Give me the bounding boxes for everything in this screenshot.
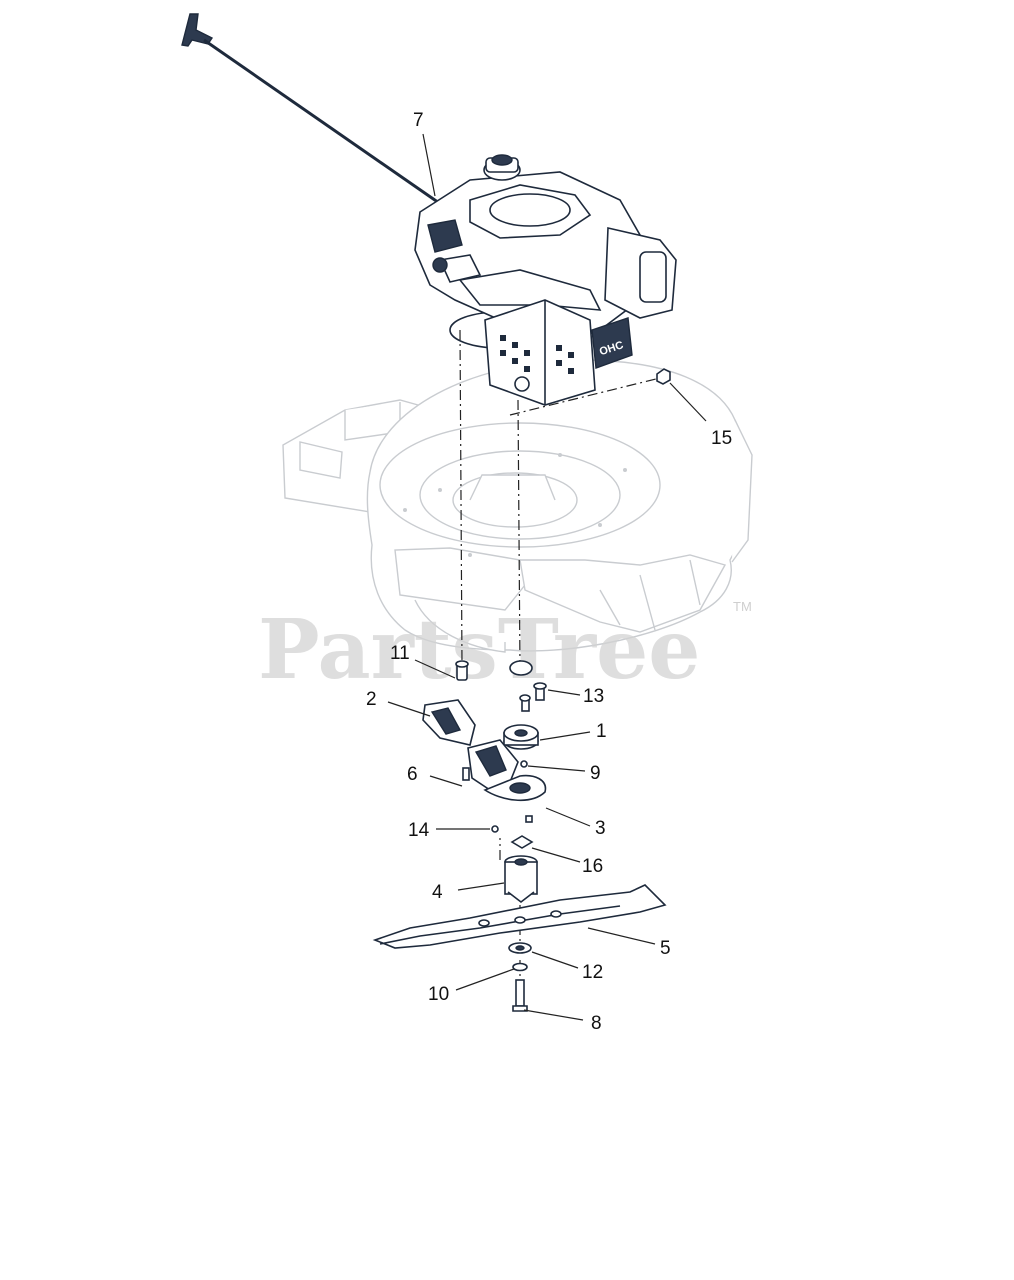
watermark-text: PartsTree: [258, 602, 700, 698]
callout-3: 3: [595, 818, 606, 839]
callout-8: 8: [591, 1013, 602, 1034]
callout-labels: 7 15 11 13 2 1 6 9 3 14 16 4 5 12 10 8: [366, 110, 732, 1034]
muffler-vent-holes: [500, 335, 574, 374]
screw-part-6: [462, 767, 470, 781]
bolts-under-ring: [519, 682, 547, 712]
callout-2: 2: [366, 689, 377, 710]
callout-4: 4: [432, 882, 443, 903]
callout-11: 11: [390, 643, 410, 664]
engine-nut-part-15: [656, 368, 671, 385]
deck-bolt-holes: [403, 453, 627, 557]
blade-bolt-part-8: [512, 979, 528, 1012]
blade-part-5: [372, 884, 667, 949]
key-part-16: [510, 835, 534, 849]
callout-9: 9: [590, 763, 601, 784]
washer-part-12: [508, 942, 532, 954]
callout-5: 5: [660, 938, 671, 959]
lock-washer-part-10: [512, 962, 528, 972]
engine-bolt-part-11: [455, 660, 469, 681]
watermark-trademark: TM: [733, 599, 752, 614]
spacer-ring-part-13: [509, 660, 533, 676]
pulley-part-1: [503, 724, 539, 750]
mower-deck-ghost: [282, 359, 753, 653]
callout-14: 14: [408, 820, 430, 841]
callout-1: 1: [596, 721, 607, 742]
callout-15: 15: [711, 428, 732, 449]
callout-leaders: [387, 133, 707, 1021]
callout-16: 16: [582, 856, 603, 877]
engine-assembly: OHC: [414, 154, 677, 406]
callout-10: 10: [428, 984, 449, 1005]
blade-adapter-part-3: [467, 739, 547, 823]
washer-part-14: [491, 825, 499, 833]
callout-12: 12: [582, 962, 603, 983]
callout-7: 7: [413, 110, 424, 131]
callout-6: 6: [407, 764, 418, 785]
starter-rope-handle: [181, 13, 443, 207]
blade-adapter-part-4: [504, 855, 538, 904]
callout-13: 13: [583, 686, 604, 707]
pin-part-9: [520, 760, 528, 768]
baffle-part-2: [422, 699, 476, 746]
